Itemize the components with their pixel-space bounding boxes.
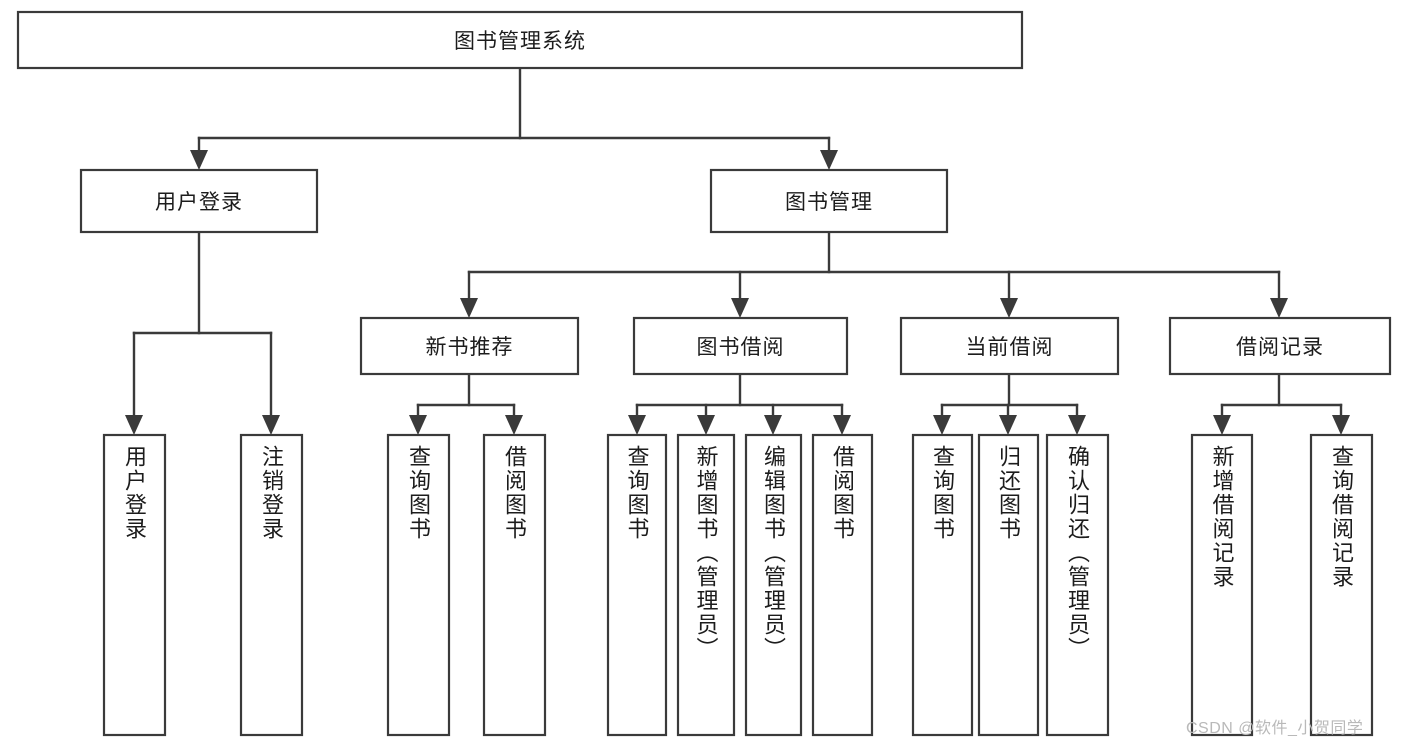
connector-arrowhead: [1000, 298, 1018, 318]
connector-arrowhead: [505, 415, 523, 435]
level1-node-box[interactable]: [79, 168, 319, 234]
connector-arrowhead: [1332, 415, 1350, 435]
connector-arrowhead: [697, 415, 715, 435]
leaf-node-box[interactable]: [606, 433, 668, 737]
connector-arrowhead: [764, 415, 782, 435]
connector-arrowhead: [628, 415, 646, 435]
leaf-node-box[interactable]: [676, 433, 736, 737]
node-box-layer: [16, 10, 1392, 737]
connector-arrowhead: [409, 415, 427, 435]
leaf-node-box[interactable]: [482, 433, 547, 737]
leaf-node-box[interactable]: [102, 433, 167, 737]
leaf-node-box[interactable]: [239, 433, 304, 737]
level2-node-box[interactable]: [359, 316, 580, 376]
leaf-node-box[interactable]: [1045, 433, 1110, 737]
connector-arrowhead: [1270, 298, 1288, 318]
connector-arrowhead: [1213, 415, 1231, 435]
level2-node-box[interactable]: [1168, 316, 1392, 376]
leaf-node-box[interactable]: [1190, 433, 1254, 737]
root-node-box[interactable]: [16, 10, 1024, 70]
leaf-node-box[interactable]: [811, 433, 874, 737]
watermark-text: CSDN @软件_小贺同学: [1186, 720, 1364, 737]
connector-arrowhead: [190, 150, 208, 170]
leaf-node-box[interactable]: [977, 433, 1040, 737]
leaf-node-box[interactable]: [1309, 433, 1374, 737]
connector-arrowhead: [460, 298, 478, 318]
connector-arrowhead: [820, 150, 838, 170]
leaf-node-box[interactable]: [744, 433, 803, 737]
connector-arrowhead: [125, 415, 143, 435]
level2-node-box[interactable]: [632, 316, 849, 376]
connector-arrowhead: [1068, 415, 1086, 435]
level1-node-box[interactable]: [709, 168, 949, 234]
level2-node-box[interactable]: [899, 316, 1120, 376]
connector-arrowhead: [833, 415, 851, 435]
leaf-node-box[interactable]: [386, 433, 451, 737]
connector-arrowhead: [262, 415, 280, 435]
connector-arrowhead: [999, 415, 1017, 435]
connector-arrowhead: [933, 415, 951, 435]
connector-arrowhead: [731, 298, 749, 318]
connector-layer: [125, 66, 1350, 435]
leaf-node-box[interactable]: [911, 433, 974, 737]
